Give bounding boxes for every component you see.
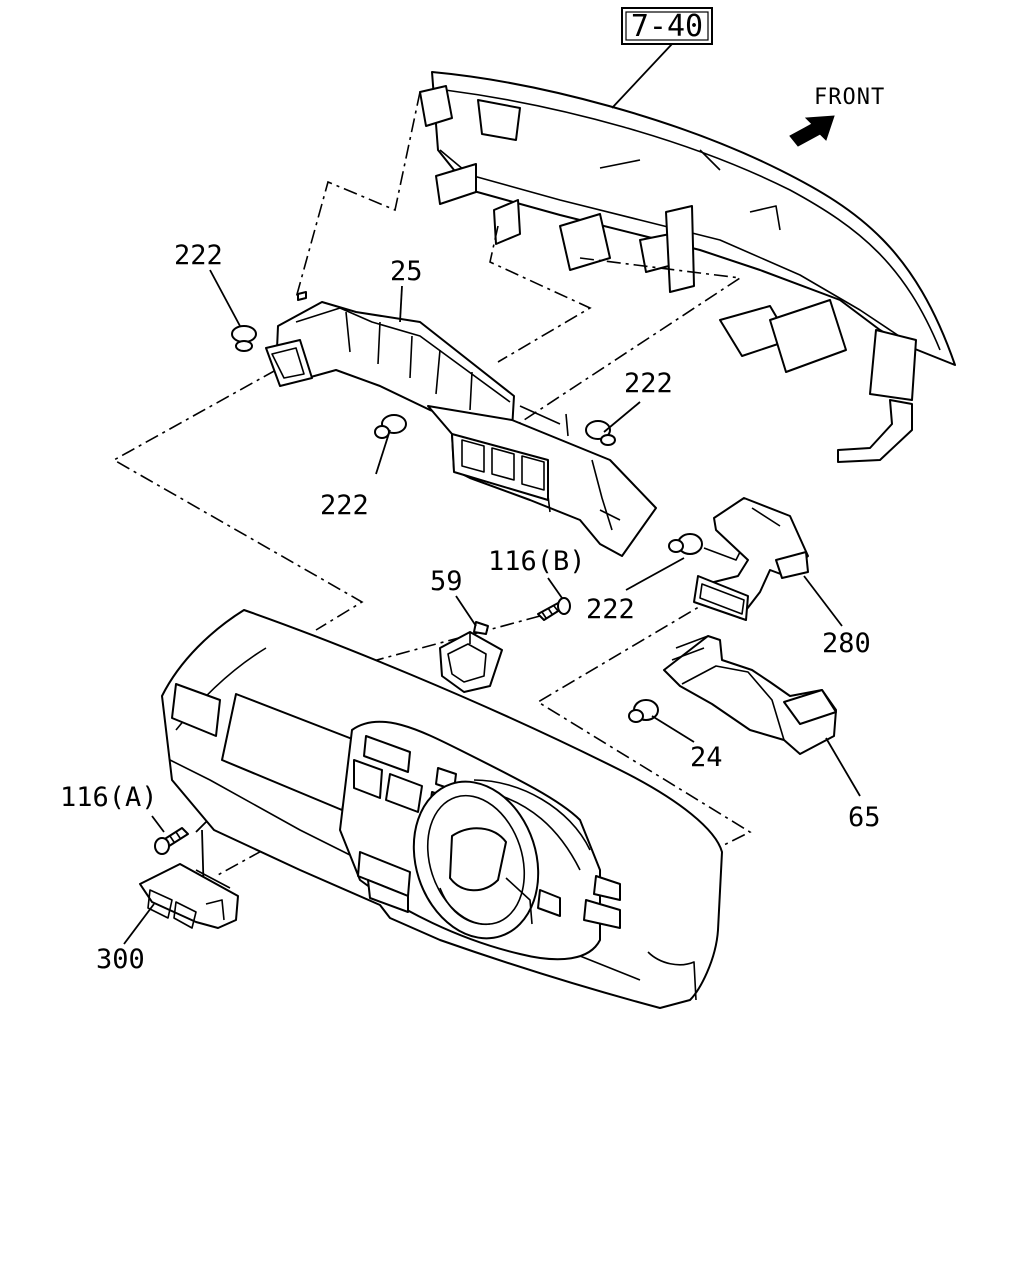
callout-300: 300 (96, 944, 145, 975)
center-duct (265, 291, 657, 557)
callout-222: 222 (586, 594, 635, 625)
side-duct-280 (693, 497, 809, 621)
instrument-panel (161, 609, 723, 1009)
callout-222: 222 (320, 490, 369, 521)
callout-116b: 116(B) (488, 546, 586, 577)
callout-25: 25 (390, 256, 423, 287)
clip-icon (231, 325, 703, 723)
vent-300 (139, 863, 239, 929)
callout-24: 24 (690, 742, 723, 773)
bracket-59 (439, 621, 503, 693)
panel-reinforcement (419, 71, 956, 463)
callout-116a: 116(A) (60, 782, 158, 813)
callout-280: 280 (822, 628, 871, 659)
callout-59: 59 (430, 566, 463, 597)
reference-box[interactable]: 7-40 (621, 7, 713, 45)
reference-label: 7-40 (631, 9, 703, 44)
callout-65: 65 (848, 802, 881, 833)
callout-222: 222 (174, 240, 223, 271)
callout-222: 222 (624, 368, 673, 399)
side-duct-65 (663, 635, 837, 755)
front-label: FRONT (814, 85, 885, 110)
screw-icon (537, 597, 571, 621)
screw-icon (154, 827, 189, 855)
arrow-up-right-icon (789, 115, 835, 147)
callout-labels: 222 25 222 222 116(B) 59 222 280 24 65 1… (60, 240, 881, 975)
leader-lines (123, 269, 861, 945)
